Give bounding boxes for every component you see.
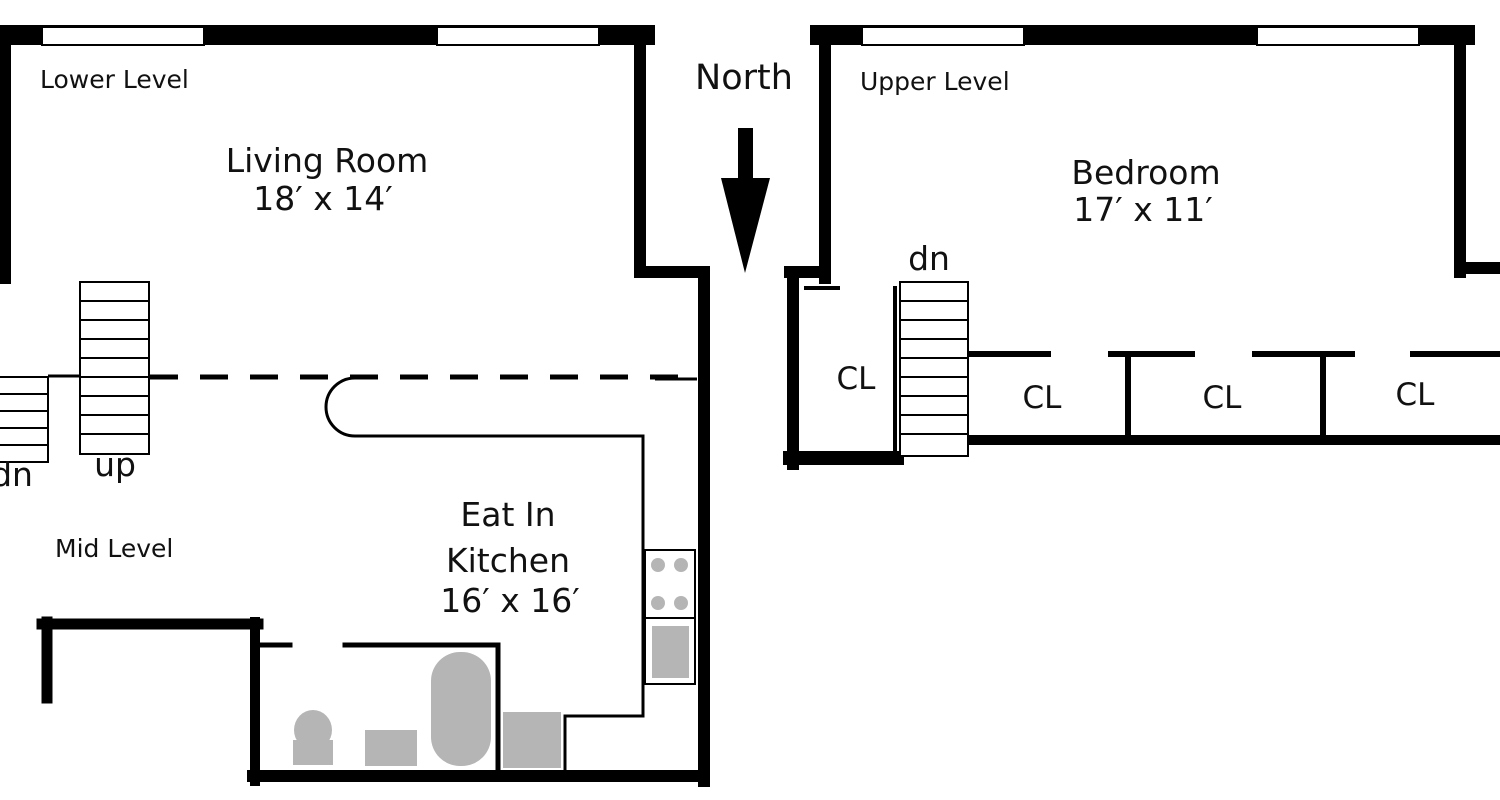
stairs-dn-label-upper: dn	[908, 239, 950, 278]
closet-label: CL	[1023, 380, 1063, 416]
bath-vanity	[365, 730, 417, 766]
stairs-down-upper	[899, 281, 969, 457]
living-room-name: Living Room	[226, 141, 429, 180]
stove	[644, 549, 696, 619]
stairs-up-label: up	[94, 445, 136, 484]
window	[436, 26, 600, 46]
kitchen-name-line1: Eat In	[460, 495, 555, 534]
bedroom-dims: 17′ x 11′	[1073, 190, 1212, 229]
kitchen-name-line2: Kitchen	[446, 541, 570, 580]
north-arrow-icon	[721, 128, 770, 273]
living-room-dims: 18′ x 14′	[253, 179, 392, 218]
kitchen-counter	[324, 376, 645, 776]
bedroom-name: Bedroom	[1071, 153, 1220, 192]
closet-label: CL	[837, 361, 877, 397]
closet-label: CL	[1203, 380, 1243, 416]
closet-label: CL	[1396, 377, 1436, 413]
lower-level-label: Lower Level	[40, 65, 189, 94]
kitchen-dims: 16′ x 16′	[440, 581, 579, 620]
bathtub	[431, 652, 491, 766]
stairs-dn-label-mid: dn	[0, 455, 33, 494]
kitchen-sink	[644, 617, 696, 685]
window	[861, 26, 1025, 46]
mid-level-label: Mid Level	[55, 534, 173, 563]
stairs-up	[79, 281, 150, 455]
north-label: North	[695, 58, 793, 98]
window	[1256, 26, 1420, 46]
upper-level-label: Upper Level	[860, 67, 1010, 96]
window	[41, 26, 205, 46]
upper-unit	[783, 25, 1500, 470]
toilet	[293, 710, 333, 765]
kitchen-cabinet	[503, 712, 561, 768]
stairs-down-mid	[0, 376, 49, 463]
